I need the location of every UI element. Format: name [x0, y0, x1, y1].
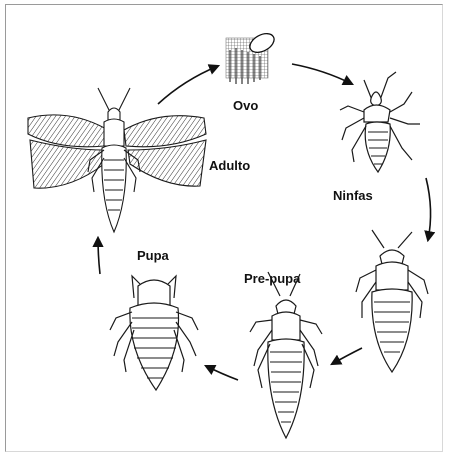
label-adulto: Adulto [209, 158, 250, 173]
prepupa-illustration [250, 272, 322, 438]
nymph-illustration [340, 72, 420, 172]
label-ovo: Ovo [233, 98, 258, 113]
label-pre-pupa: Pre-pupa [244, 271, 301, 286]
pupa-right-illustration [356, 230, 428, 372]
arrow-egg-to-nymph [292, 64, 352, 84]
adult-illustration [28, 88, 206, 232]
label-pupa: Pupa [137, 248, 170, 263]
arrow-nymph-to-pupa [426, 178, 431, 240]
arrow-pupa-to-adult [98, 238, 100, 274]
arrow-prepupa-to-pupa [206, 366, 238, 380]
egg-illustration [226, 30, 277, 84]
arrow-pupa-to-prepupa [332, 348, 362, 364]
label-ninfas: Ninfas [333, 188, 373, 203]
arrow-adult-to-egg [158, 66, 218, 104]
pupa-left-illustration [110, 276, 198, 390]
